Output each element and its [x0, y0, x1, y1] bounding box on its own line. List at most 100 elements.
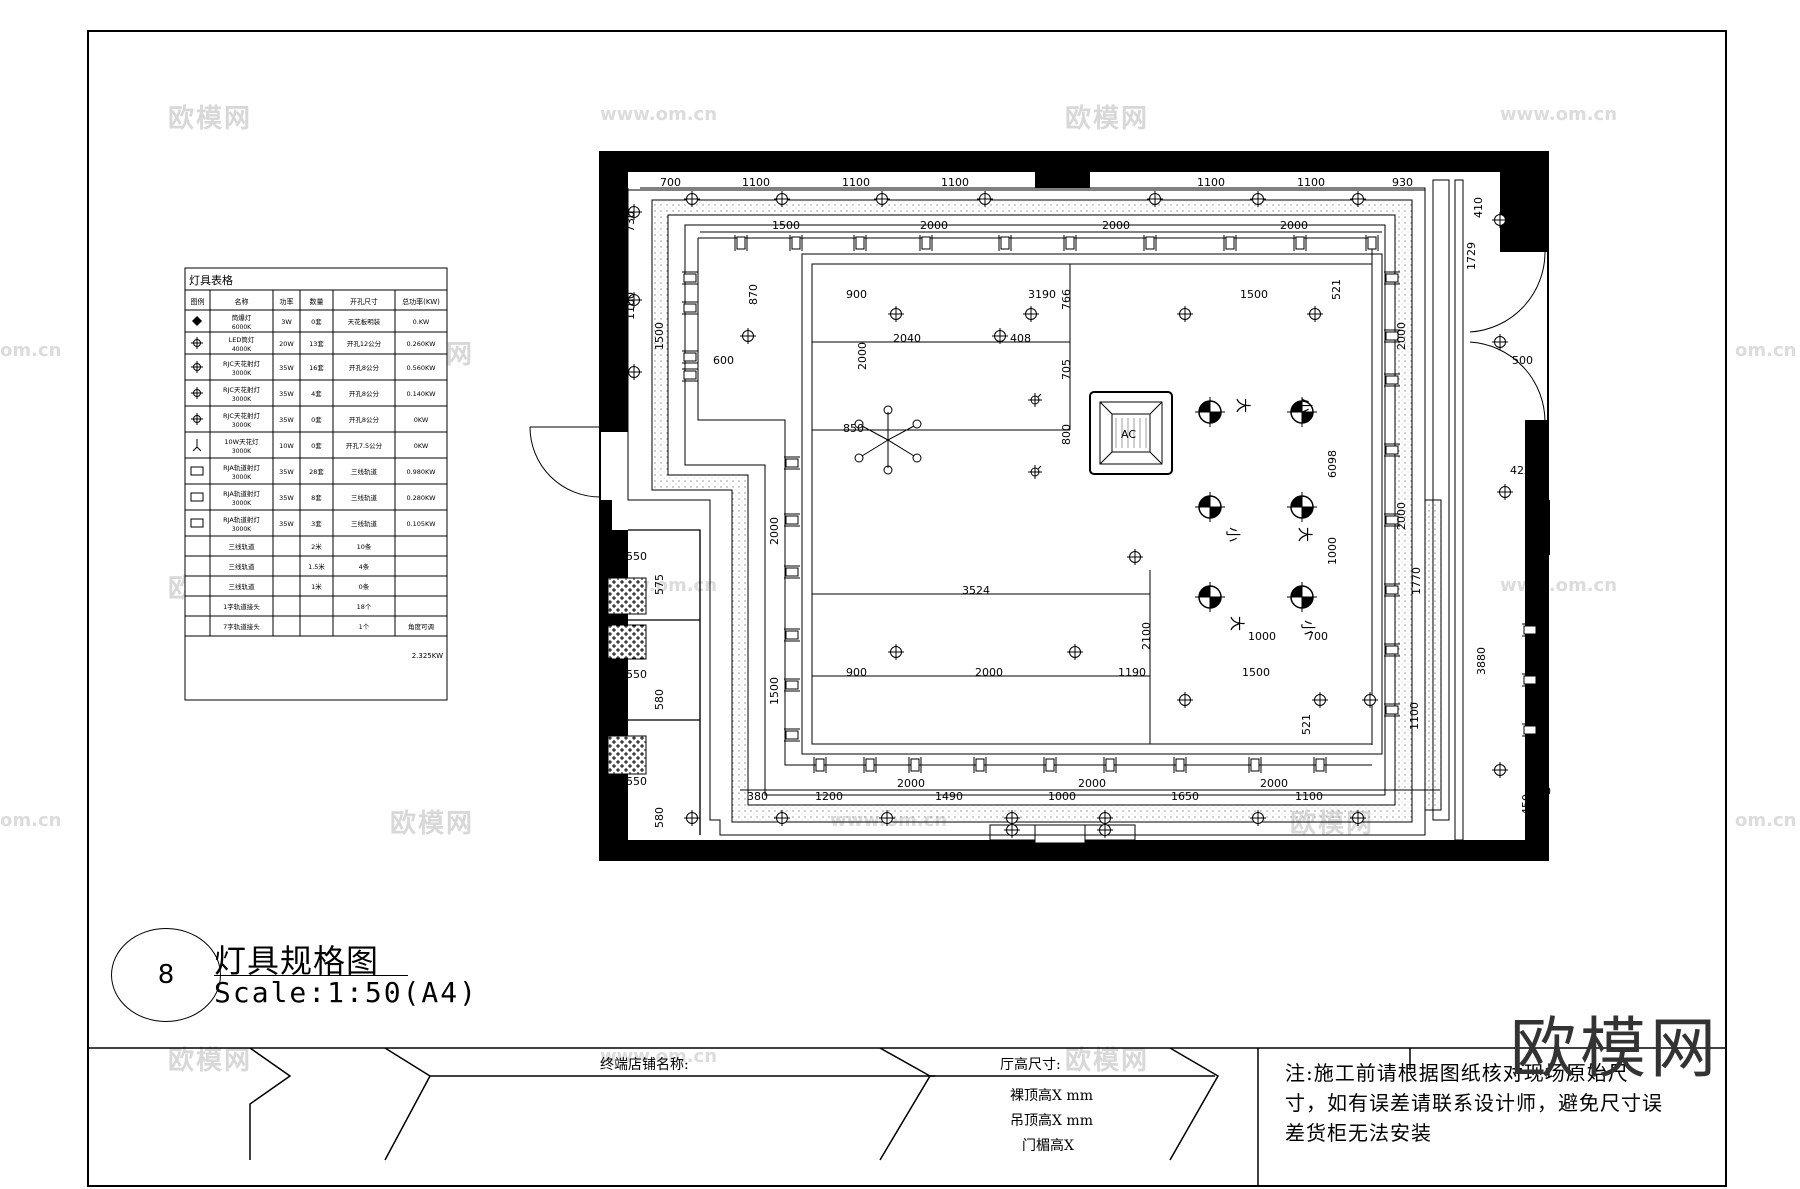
table-cell: 18个	[357, 603, 372, 611]
table-cell: 开孔7.5公分	[346, 441, 383, 450]
downlight-icon	[1004, 822, 1020, 838]
ac-unit: AC	[1089, 391, 1173, 475]
dimension-label: 408	[1010, 332, 1031, 345]
legend-icon	[191, 413, 203, 425]
table-cell: 0KW	[414, 416, 429, 424]
dimension-label: 2000	[1280, 219, 1308, 232]
downlight-icon	[977, 191, 993, 207]
adjustable-spotlight-icon	[1287, 492, 1317, 522]
downlight-icon	[1177, 692, 1193, 708]
fixture-size-label: 小	[1296, 398, 1314, 413]
construction-note: 注:施工前请根据图纸核对现场原始尺寸，如有误差请联系设计师，避免尺寸误差货柜无法…	[1285, 1061, 1663, 1145]
dimension-label: 800	[1060, 424, 1073, 445]
watermark-logo: 欧模网	[390, 809, 475, 839]
dimension-label: 766	[1060, 289, 1073, 310]
dimension-label: 550	[626, 775, 647, 788]
track-light-icon	[784, 513, 800, 527]
downlight-icon	[1250, 810, 1266, 826]
track-light-icon	[1103, 757, 1117, 773]
legend-icon	[192, 316, 202, 326]
table-cell: 开孔12公分	[347, 339, 382, 348]
table-cell: 0条	[359, 582, 370, 591]
dimension-label: 3524	[962, 584, 990, 597]
table-cell: 三线轨道	[229, 562, 256, 571]
table-cell: 10W天花灯	[224, 437, 259, 446]
drawing-title: 灯具规格图	[214, 942, 380, 980]
downlight-icon	[1497, 484, 1513, 500]
dimension-label: 2000	[1078, 777, 1106, 790]
track-light-icon	[789, 235, 803, 251]
table-title: 灯具表格	[189, 273, 233, 287]
table-cell: 三线轨道	[229, 542, 256, 551]
track-light-icon	[1522, 723, 1538, 737]
ceiling-height: 吊顶高X mm	[1010, 1113, 1093, 1129]
downlight-icon	[1023, 306, 1039, 322]
table-header: 图例	[191, 297, 205, 306]
fixture-size-label: 小	[1224, 527, 1242, 542]
dimension-label: 410	[1472, 197, 1485, 218]
dimension-label: 2000	[856, 342, 869, 370]
watermark-url: www.om.cn	[1500, 104, 1618, 125]
legend-icon	[191, 361, 203, 373]
adjustable-spotlight-icon	[1287, 397, 1317, 427]
bare-top-height: 裸顶高X mm	[1010, 1088, 1093, 1104]
dimension-label: 1100	[941, 176, 969, 189]
downlight-icon	[1492, 762, 1508, 778]
table-cell: 3000K	[232, 526, 252, 533]
table-cell: 35W	[279, 364, 294, 372]
dimension-label: 1500	[768, 677, 781, 705]
dimension-label: 1100	[1297, 176, 1325, 189]
dimension-label: 521	[1300, 714, 1313, 735]
table-header: 总功率(KW)	[402, 297, 440, 306]
dimension-label: 521	[1330, 279, 1343, 300]
track-light-icon	[1384, 703, 1400, 717]
track-light-icon	[1384, 643, 1400, 657]
brand-logo: 欧模网	[1510, 1010, 1720, 1087]
downlight-icon	[1147, 191, 1163, 207]
fixture-size-label: 大	[1228, 616, 1246, 631]
dimension-label: 1770	[1410, 567, 1423, 595]
dimension-label: 1500	[1240, 288, 1268, 301]
legend-icon	[191, 337, 203, 349]
dimension-label: 900	[846, 288, 867, 301]
dimension-label: 930	[1392, 176, 1413, 189]
side-rooms	[607, 529, 701, 835]
table-cell: 16套	[309, 363, 324, 372]
downlight-icon	[1350, 191, 1366, 207]
table-cell: 0.140KW	[406, 390, 436, 398]
track-light-icon	[784, 565, 800, 579]
dimension-label: 380	[747, 790, 768, 803]
dimension-label: 1000	[1248, 630, 1276, 643]
track-light-icon	[682, 350, 698, 364]
track-light-icon	[1043, 757, 1057, 773]
table-cell: 三线轨道	[229, 582, 256, 591]
dimension-label: 2000	[920, 219, 948, 232]
adjustable-spotlight-icon	[1287, 582, 1317, 612]
table-cell: 天花板明装	[348, 317, 381, 326]
dimension-label: 1100	[1295, 790, 1323, 803]
table-cell: 13套	[309, 339, 324, 348]
track-light-icon	[1384, 373, 1400, 387]
table-cell: 35W	[279, 468, 294, 476]
table-cell: 3000K	[232, 448, 252, 455]
table-cell: RJC天花射灯	[223, 385, 260, 394]
track-light-icon	[1384, 271, 1400, 285]
dimension-label: 1100	[624, 292, 637, 320]
downlight-icon	[626, 364, 642, 380]
track-light-icon	[1365, 235, 1379, 251]
table-header: 开孔尺寸	[350, 297, 378, 306]
table-cell: 三线轨道	[351, 493, 378, 502]
downlight-icon	[874, 191, 890, 207]
dimension-label: 1500	[1242, 666, 1270, 679]
table-cell: 6000K	[232, 324, 252, 331]
drawing-scale: Scale:1:50(A4)	[214, 976, 479, 1009]
legend-icon	[190, 518, 204, 528]
track-light-icon	[1063, 235, 1077, 251]
table-cell: 3W	[281, 318, 292, 326]
downlight-icon	[684, 810, 700, 826]
track-light-icon	[1223, 235, 1237, 251]
adjustable-spotlight-icon	[1195, 582, 1225, 612]
dimension-label: 1650	[1171, 790, 1199, 803]
table-cell: 1.5米	[308, 562, 325, 571]
dimension-label: 1100	[1197, 176, 1225, 189]
